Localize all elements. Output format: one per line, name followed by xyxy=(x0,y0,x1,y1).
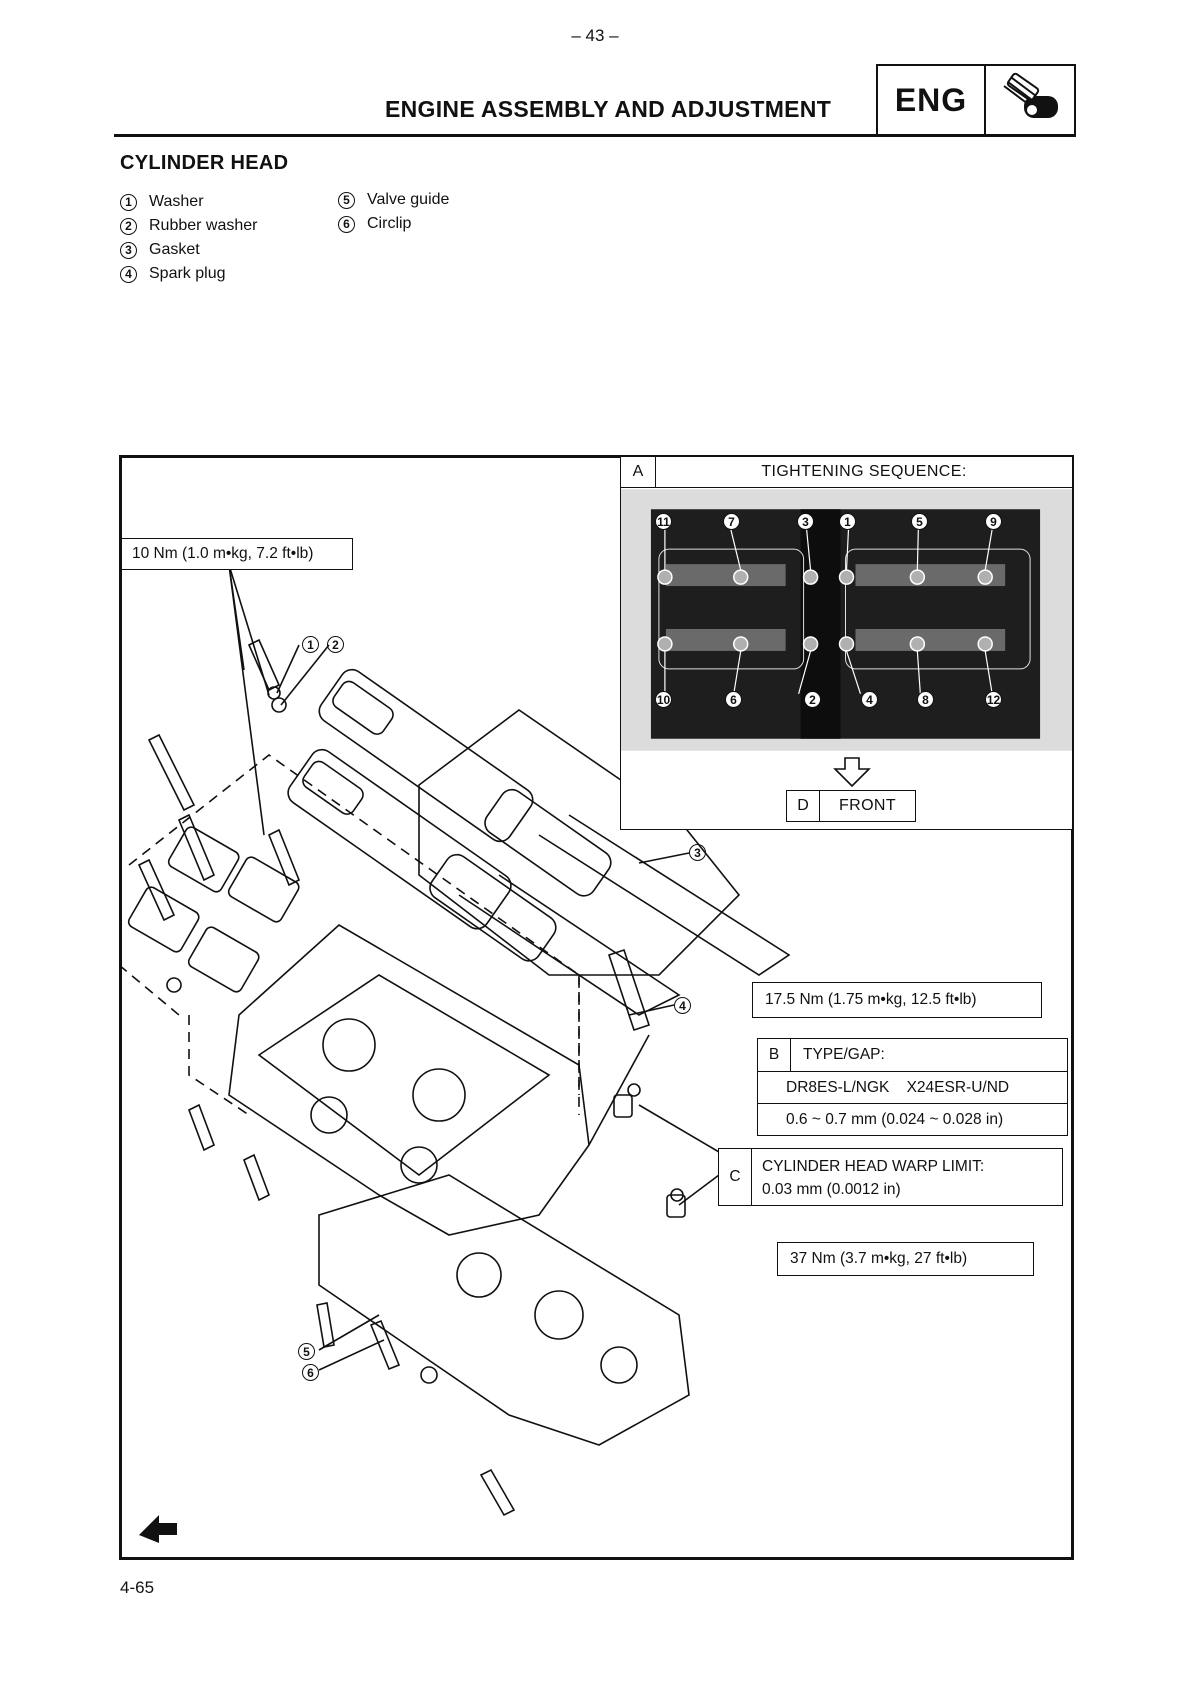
torque-spec-37nm: 37 Nm (3.7 m•kg, 27 ft•lb) xyxy=(777,1242,1034,1276)
warp-value: 0.03 mm (0.0012 in) xyxy=(762,1181,901,1198)
warp-label: CYLINDER HEAD WARP LIMIT: xyxy=(762,1158,985,1175)
sequence-num-12: 12 xyxy=(985,691,1002,708)
callout-3: 3 xyxy=(689,844,706,861)
sequence-num-5: 5 xyxy=(911,513,928,530)
sequence-num-7: 7 xyxy=(723,513,740,530)
tightening-sequence-photo xyxy=(621,489,1072,751)
front-label: FRONT xyxy=(838,797,897,814)
callout-5: 5 xyxy=(298,1343,315,1360)
sequence-num-9: 9 xyxy=(985,513,1002,530)
exploded-view-drawing xyxy=(119,564,791,1543)
eng-badge: ENG xyxy=(876,64,1076,134)
sequence-num-3: 3 xyxy=(797,513,814,530)
sequence-num-4: 4 xyxy=(861,691,878,708)
spark-plug-letter: B xyxy=(758,1039,791,1071)
sequence-num-1: 1 xyxy=(839,513,856,530)
callout-1: 1 xyxy=(302,636,319,653)
tightening-sequence-header: A TIGHTENING SEQUENCE: xyxy=(621,457,1072,488)
header-title: ENGINE ASSEMBLY AND ADJUSTMENT xyxy=(385,96,832,122)
warp-limit-box: C CYLINDER HEAD WARP LIMIT: 0.03 mm (0.0… xyxy=(718,1148,1063,1206)
spark-plug-type: DR8ES-L/NGK X24ESR-U/ND xyxy=(758,1072,1067,1104)
tightening-letter: A xyxy=(621,457,656,487)
spark-plug-gap: 0.6 ~ 0.7 mm (0.024 ~ 0.028 in) xyxy=(786,1110,1004,1128)
torque-spec-10nm: 10 Nm (1.0 m•kg, 7.2 ft•lb) xyxy=(121,538,353,570)
front-label-box: D FRONT xyxy=(786,790,916,822)
spark-plug-label: TYPE/GAP: xyxy=(803,1046,885,1063)
spark-plug-header-row: B TYPE/GAP: xyxy=(758,1039,1067,1072)
sequence-num-10: 10 xyxy=(655,691,672,708)
callout-4: 4 xyxy=(674,997,691,1014)
sequence-num-11: 11 xyxy=(655,513,672,530)
callout-2: 2 xyxy=(327,636,344,653)
eng-badge-label: ENG xyxy=(878,66,986,134)
warp-text: CYLINDER HEAD WARP LIMIT: 0.03 mm (0.001… xyxy=(752,1149,1062,1205)
sequence-num-6: 6 xyxy=(725,691,742,708)
spark-plug-table: B TYPE/GAP: DR8ES-L/NGK X24ESR-U/ND 0.6 … xyxy=(757,1038,1068,1136)
section-title: CYLINDER HEAD xyxy=(120,152,289,174)
sequence-num-8: 8 xyxy=(917,691,934,708)
front-letter: D xyxy=(787,791,820,821)
cam-cover-upper xyxy=(318,668,534,843)
engine-wrench-icon xyxy=(986,66,1074,134)
sequence-num-2: 2 xyxy=(804,691,821,708)
forward-arrow-icon xyxy=(139,1515,177,1543)
tightening-sequence-panel: A TIGHTENING SEQUENCE: xyxy=(620,457,1072,830)
tightening-label: TIGHTENING SEQUENCE: xyxy=(761,463,967,480)
header-rule xyxy=(114,134,1076,137)
torque-spec-17-5nm: 17.5 Nm (1.75 m•kg, 12.5 ft•lb) xyxy=(752,982,1042,1018)
cam-cover-lower xyxy=(287,748,512,930)
callout-6: 6 xyxy=(302,1364,319,1381)
diagram-frame xyxy=(119,455,1074,1560)
page-number: – 43 – xyxy=(571,26,619,45)
front-arrow-icon xyxy=(833,757,871,787)
warp-letter: C xyxy=(719,1149,752,1205)
footer-page-code: 4-65 xyxy=(120,1578,155,1597)
